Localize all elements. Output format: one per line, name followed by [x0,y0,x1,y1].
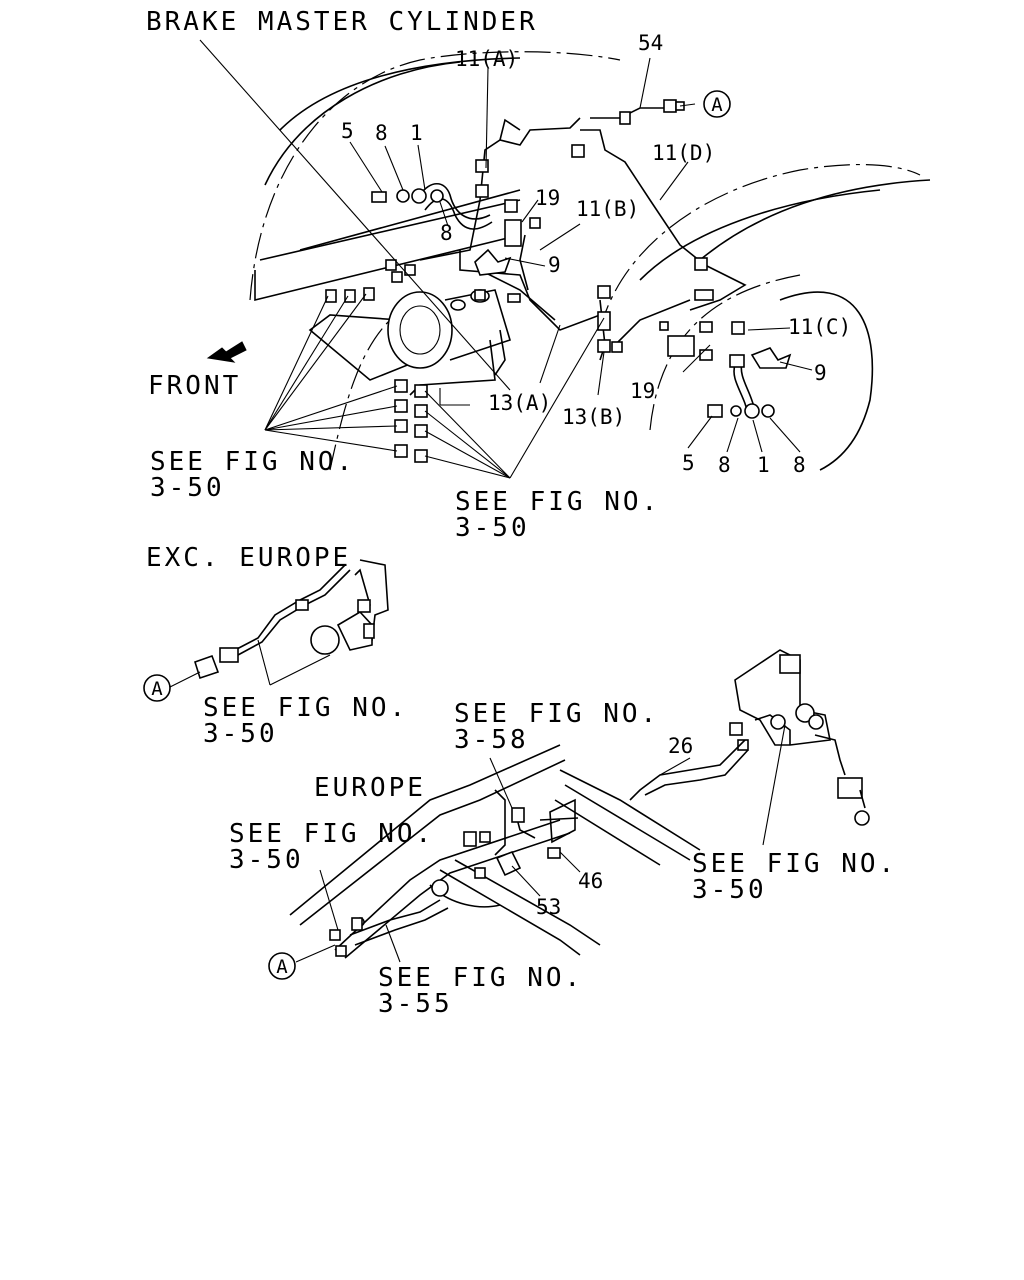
fittings-top [325,99,792,463]
part-label-46: 46 [578,869,603,893]
europe-pipes [349,739,749,946]
part-label-8-right-a: 8 [718,453,731,477]
see-fig-europe-right-number: 3-50 [692,875,767,905]
see-fig-exc-europe-prefix: SEE FIG NO. [203,693,408,723]
see-fig-europe-left-number: 3-50 [229,845,304,875]
part-label-13b: 13(B) [562,405,625,429]
part-label-53: 53 [536,895,561,919]
see-fig-center-number: 3-50 [455,513,530,543]
part-label-11b: 11(B) [576,197,639,221]
part-label-11c: 11(C) [788,315,851,339]
front-label: FRONT [148,371,241,401]
callout-a-letter: A [151,678,163,700]
part-label-19-right: 19 [630,379,655,403]
part-label-8-right-b: 8 [793,453,806,477]
europe-fittings [329,807,561,957]
part-label-8-lower: 8 [440,221,453,245]
see-fig-europe-right-prefix: SEE FIG NO. [692,849,897,879]
exc-europe-assembly [167,559,389,689]
part-label-26: 26 [668,734,693,758]
leader-lines-top [199,39,813,479]
see-fig-3-55-prefix: SEE FIG NO. [378,963,583,993]
section-europe: EUROPE [314,773,426,803]
part-label-11d: 11(D) [652,141,715,165]
part-label-1-top: 1 [410,121,423,145]
part-label-19-top: 19 [535,186,560,210]
part-label-8-top: 8 [375,121,388,145]
see-fig-left-number: 3-50 [150,473,225,503]
see-fig-europe-left-prefix: SEE FIG NO. [229,819,434,849]
see-fig-3-58-prefix: SEE FIG NO. [454,699,659,729]
leader-lines-europe [295,724,786,963]
callout-a-exc-europe: A [143,674,171,702]
front-arrow-icon [206,341,247,363]
see-fig-left-prefix: SEE FIG NO. [150,447,355,477]
callout-a-europe: A [268,952,296,980]
part-label-5-top: 5 [341,119,354,143]
vehicle-body-outline [249,51,931,471]
section-exc-europe: EXC. EUROPE [146,543,351,573]
diagram-title: BRAKE MASTER CYLINDER [146,7,538,37]
callout-a-letter: A [711,94,723,116]
part-label-11a: 11(A) [455,47,518,71]
part-label-13a: 13(A) [488,391,551,415]
europe-frame [289,744,701,959]
part-label-5-right: 5 [682,451,695,475]
callout-a-letter: A [276,956,288,978]
see-fig-exc-europe-number: 3-50 [203,719,278,749]
part-label-1-right: 1 [757,453,770,477]
see-fig-3-55-number: 3-55 [378,989,453,1019]
see-fig-center-prefix: SEE FIG NO. [455,487,660,517]
part-label-9-right: 9 [814,361,827,385]
callout-a-top: A [703,90,731,118]
europe-valve-assembly [729,649,870,826]
see-fig-3-58-number: 3-58 [454,725,529,755]
part-label-9-top: 9 [548,253,561,277]
part-label-54: 54 [638,31,663,55]
